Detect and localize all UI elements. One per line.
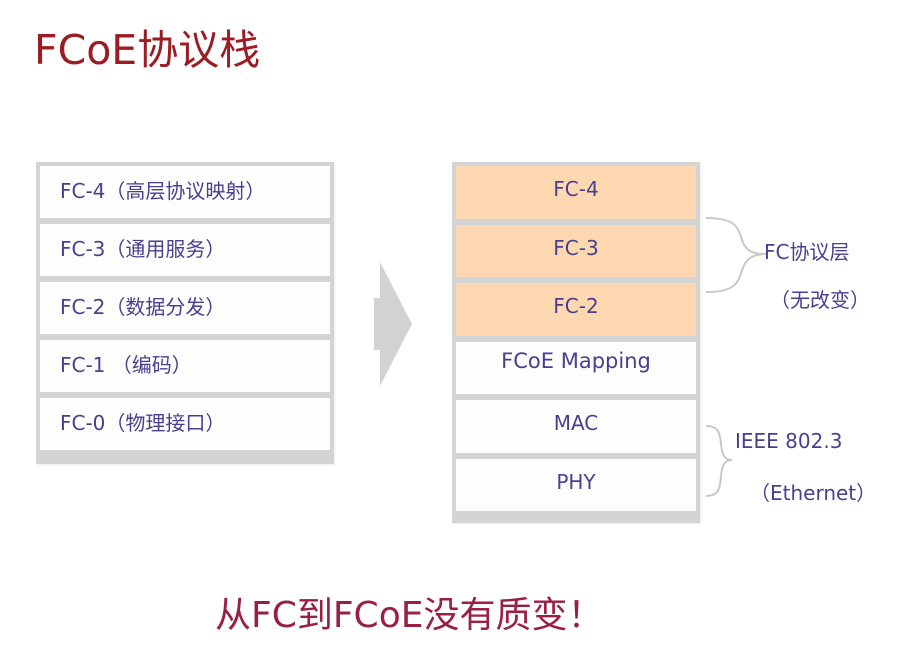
fc-layer-fc3: FC-3（通用服务） [40,224,330,276]
fc-protocol-stack: FC-4（高层协议映射） FC-3（通用服务） FC-2（数据分发） FC-1 … [36,162,334,464]
fcoe-layer-phy: PHY [456,458,696,511]
fc-layer-fc0: FC-0（物理接口） [40,398,330,450]
ieee-8023-label: IEEE 802.3 [735,429,843,453]
fc-layer-fc1: FC-1 （编码） [40,340,330,392]
conclusion-text: 从FC到FCoE没有质变！ [215,595,604,636]
fcoe-layer-fc2: FC-2 [456,283,696,336]
ethernet-brace-icon [705,425,733,497]
fcoe-layer-mapping: FCoE Mapping [456,341,696,394]
page-title: FCoE协议栈 [34,26,261,74]
fcoe-protocol-stack: FC-4 FC-3 FC-2 FCoE Mapping MAC PHY [452,162,700,523]
fcoe-layer-mac: MAC [456,400,696,453]
fcoe-layer-fc4: FC-4 [456,166,696,219]
arrow-shape [374,262,412,386]
ethernet-label: （Ethernet） [750,481,877,505]
fcoe-layer-fc3: FC-3 [456,224,696,277]
right-arrow-icon [374,262,412,386]
fc-layer-fc2: FC-2（数据分发） [40,282,330,334]
fc-layers-label: FC协议层 [764,240,850,264]
fc-layer-fc4: FC-4（高层协议映射） [40,166,330,218]
fc-layers-unchanged-label: （无改变） [770,288,870,312]
fc-layers-brace-icon [705,217,767,293]
